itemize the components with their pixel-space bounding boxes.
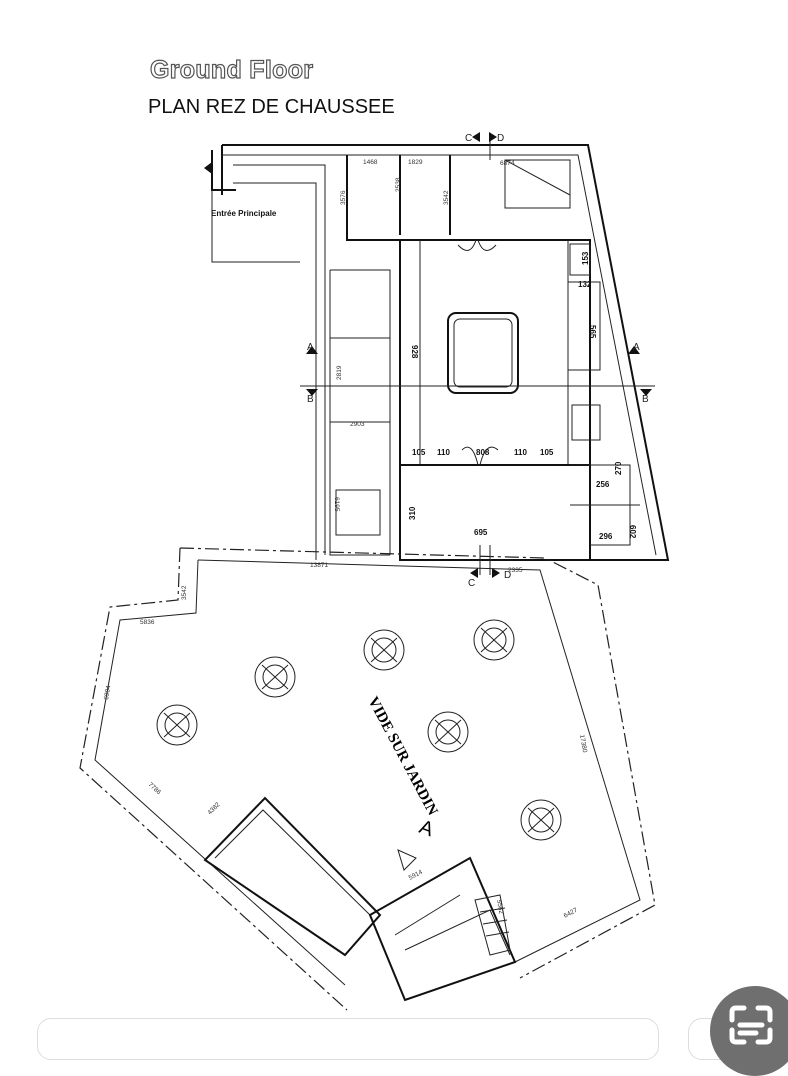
dimension-label: 4382 bbox=[206, 801, 221, 816]
search-bar[interactable] bbox=[37, 1018, 659, 1060]
dimension-label: 3542 bbox=[443, 190, 450, 205]
dimension-label: 2903 bbox=[350, 421, 365, 428]
trees bbox=[156, 619, 562, 841]
dimension-label: 695 bbox=[474, 528, 488, 537]
dimension-label: 602 bbox=[628, 525, 637, 539]
north-arrow-icon bbox=[397, 849, 417, 871]
dimension-label: 17380 bbox=[578, 734, 588, 753]
dimension-label: 153 bbox=[581, 251, 590, 265]
section-c-bottom: C bbox=[468, 578, 475, 589]
dimension-label: 6427 bbox=[563, 907, 579, 920]
dimension-label: 2538 bbox=[395, 177, 402, 192]
dimension-label: 110 bbox=[514, 448, 527, 457]
dimension-label: 3542 bbox=[181, 585, 188, 600]
dimension-label: 808 bbox=[476, 448, 490, 457]
dimension-label: 6874 bbox=[500, 160, 515, 167]
section-b-left: B bbox=[307, 394, 314, 405]
tree-icon bbox=[156, 704, 198, 746]
dimension-label: 105 bbox=[412, 448, 426, 457]
dimension-label: 5836 bbox=[140, 619, 155, 626]
section-a-right: A bbox=[633, 342, 640, 353]
dimension-label: 256 bbox=[596, 480, 610, 489]
dimension-label: 296 bbox=[599, 532, 613, 541]
dimension-label: 6195 bbox=[333, 497, 340, 512]
dimension-label: 13871 bbox=[310, 562, 328, 569]
room-label-entrance: Entrée Principale bbox=[211, 209, 277, 218]
room-label-garden: VIDE SUR JARDIN bbox=[364, 694, 440, 818]
dimension-label: 928 bbox=[410, 345, 419, 359]
section-lines: A A B B C D C D bbox=[204, 132, 655, 589]
dimension-labels: 1468 1829 6874 3576 2538 3542 153 132 56… bbox=[103, 159, 637, 920]
house-walls bbox=[211, 135, 670, 575]
scan-text-icon bbox=[729, 1005, 773, 1045]
tree-icon bbox=[254, 656, 296, 698]
dimension-label: 270 bbox=[614, 461, 623, 475]
section-b-right: B bbox=[642, 394, 649, 405]
plan-subtitle: PLAN REZ DE CHAUSSEE bbox=[148, 96, 395, 118]
tree-icon bbox=[473, 619, 515, 661]
garden-walls bbox=[79, 547, 656, 1011]
tree-icon bbox=[427, 711, 469, 753]
dimension-label: 565 bbox=[588, 325, 597, 339]
dimension-label: 2819 bbox=[336, 365, 343, 380]
section-c-top: C bbox=[465, 133, 472, 144]
dimension-label: 110 bbox=[437, 448, 450, 457]
dimension-label: 3576 bbox=[340, 190, 347, 205]
dimension-label: 132 bbox=[578, 280, 592, 289]
plan-title: Ground Floor bbox=[149, 55, 314, 84]
dimension-label: 310 bbox=[408, 506, 417, 520]
section-d-top: D bbox=[497, 133, 504, 144]
dimension-label: 5914 bbox=[408, 869, 424, 882]
dimension-label: 2335 bbox=[508, 567, 523, 574]
dimension-label: 1829 bbox=[408, 159, 423, 166]
dimension-label: 1468 bbox=[363, 159, 378, 166]
section-a-left: A bbox=[307, 342, 314, 353]
tree-icon bbox=[520, 799, 562, 841]
scan-text-button[interactable] bbox=[710, 986, 788, 1076]
floor-plan: A A B B C D C D Entrée Principale VIDE S… bbox=[79, 132, 670, 1011]
dimension-label: 7786 bbox=[147, 781, 163, 796]
section-d-bottom: D bbox=[504, 570, 511, 581]
dimension-label: 105 bbox=[540, 448, 554, 457]
dimension-label: 6904 bbox=[103, 685, 112, 701]
tree-icon bbox=[363, 629, 405, 671]
dimension-label: 5562 bbox=[495, 899, 504, 915]
garden-section-a: A bbox=[416, 816, 437, 841]
